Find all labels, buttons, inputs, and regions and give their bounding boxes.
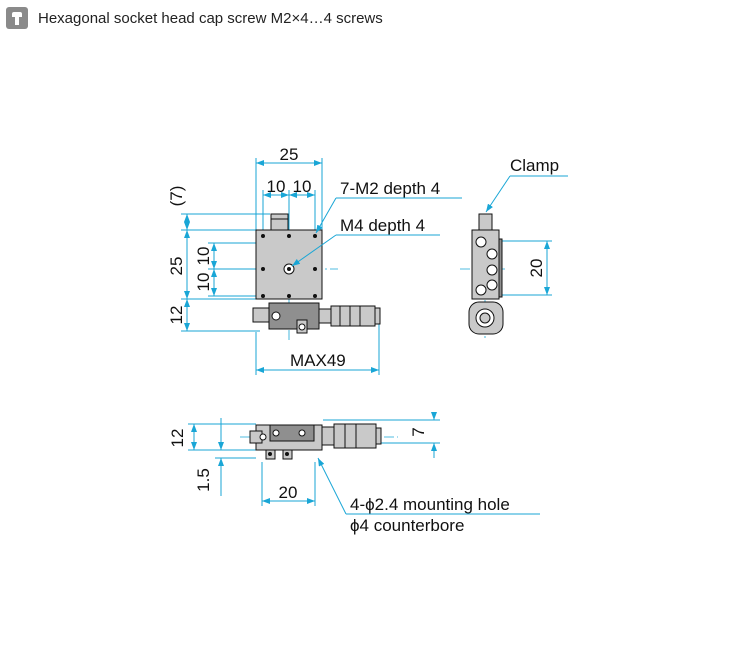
front-view [181,158,381,375]
callout-hole-line1: 4-ϕ2.4 mounting hole [350,495,510,514]
dim-top-overall: 25 [280,145,299,164]
dim-side-20: 20 [527,259,546,278]
dim-left-12: 12 [167,306,186,325]
dim-bottom-7: 7 [409,427,428,436]
dim-max: MAX49 [290,351,346,370]
callout-m4: M4 depth 4 [340,216,425,235]
dim-bottom-1-5: 1.5 [194,468,213,492]
dim-left-10b: 10 [194,273,213,292]
dim-top-left: 10 [267,177,286,196]
dim-bottom-20: 20 [279,483,298,502]
callout-clamp: Clamp [510,156,559,175]
dim-left-25: 25 [167,257,186,276]
side-view [460,213,552,340]
callout-m2: 7-M2 depth 4 [340,179,440,198]
dim-bottom-12: 12 [168,429,187,448]
dim-left-paren: (7) [167,186,186,207]
header-title: Hexagonal socket head cap screw M2×4…4 s… [38,9,383,27]
bottom-view [188,412,440,506]
dim-left-10a: 10 [194,247,213,266]
callout-hole-line2: ϕ4 counterbore [350,516,464,535]
dim-top-right: 10 [293,177,312,196]
screw-head-icon [6,7,28,29]
header: Hexagonal socket head cap screw M2×4…4 s… [6,7,383,29]
